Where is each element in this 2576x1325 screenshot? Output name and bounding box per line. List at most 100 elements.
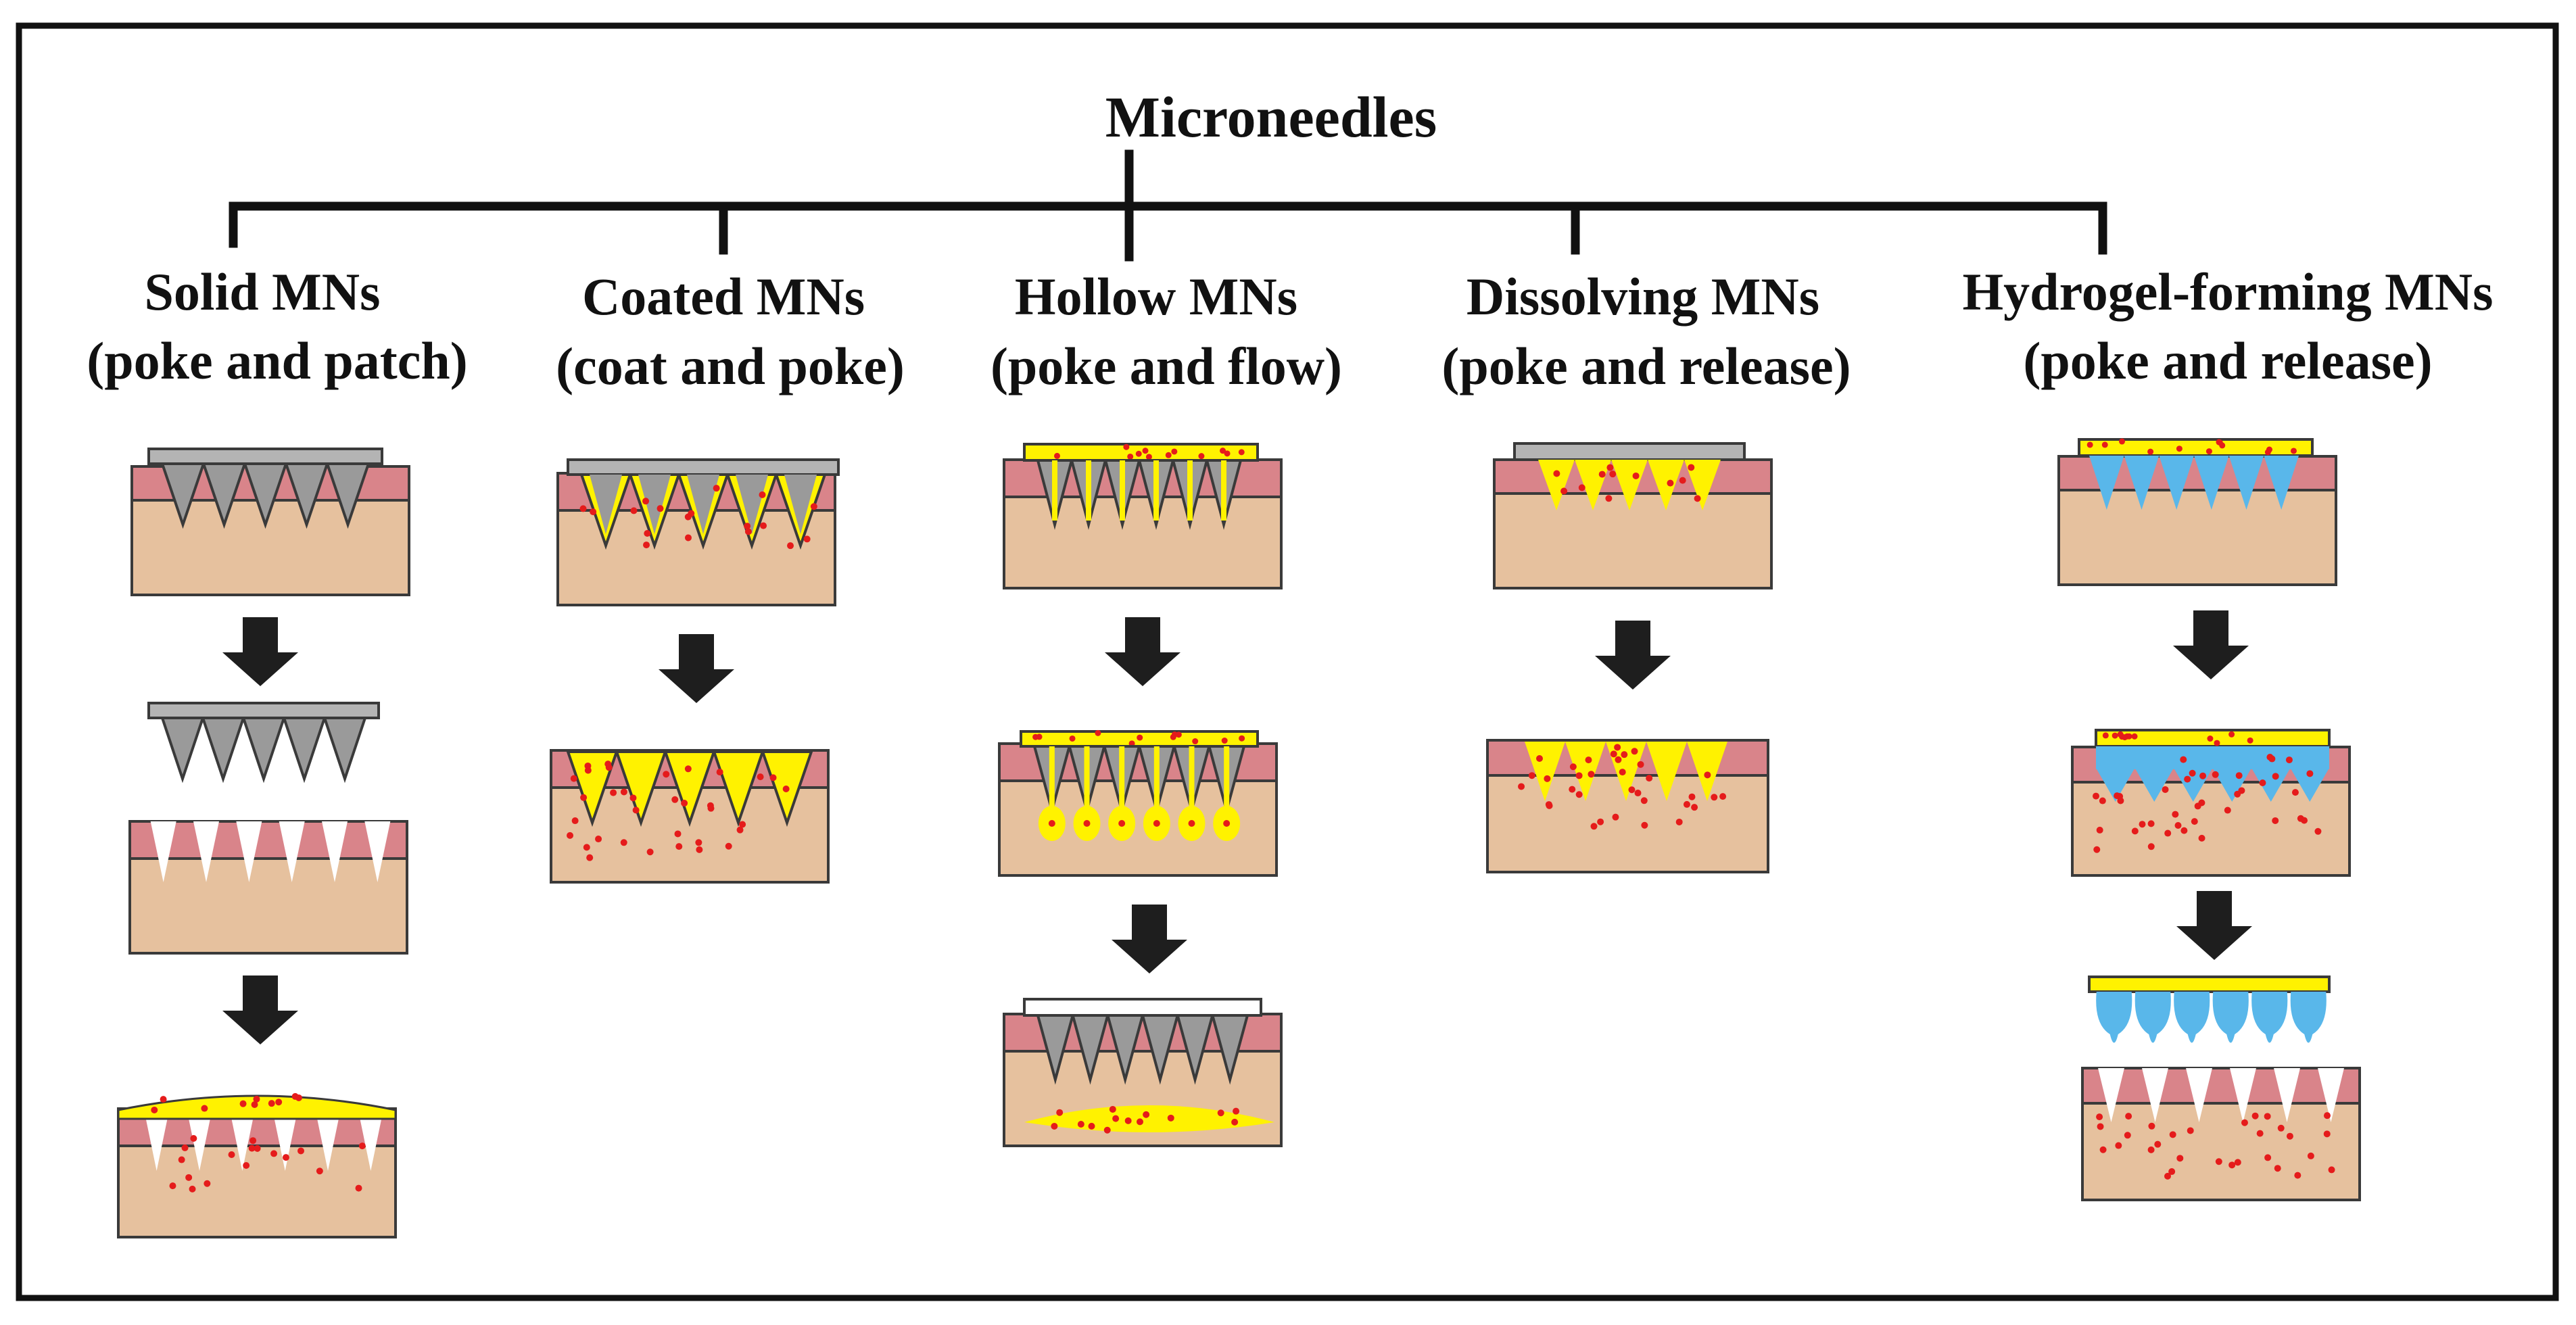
drug-dot [2224, 806, 2231, 814]
drug-dot [2180, 756, 2187, 763]
drug-dot [570, 775, 577, 782]
drug-dot [2099, 1146, 2107, 1153]
drug-dot [2115, 1142, 2122, 1149]
drug-dot [1560, 487, 1568, 495]
drug-dot [1621, 751, 1628, 758]
drug-dot [1683, 800, 1690, 808]
drug-dot [757, 773, 764, 781]
drug-dot [2207, 736, 2214, 742]
drug-dot [2154, 1140, 2162, 1148]
backing-plate [147, 702, 380, 719]
drug-dot [181, 1144, 189, 1151]
drug-dot [2102, 732, 2109, 739]
drug-dot [1167, 1114, 1174, 1122]
drug-dot [1188, 820, 1195, 827]
drug-dot [2205, 448, 2212, 455]
column-mode-dissolving: (poke and release) [1441, 337, 1851, 395]
drug-dot [1198, 453, 1205, 460]
drug-dot [2093, 792, 2100, 800]
backing-plate [147, 448, 383, 465]
hollow-needle [1210, 1014, 1249, 1085]
drug-dot [810, 503, 817, 510]
needle [282, 717, 327, 784]
hydrogel-needle [2124, 456, 2160, 510]
drug-dot [1719, 793, 1727, 800]
hydrogel-needle [2228, 456, 2264, 510]
drug-dot [270, 1150, 278, 1157]
drug-dot [169, 1182, 176, 1190]
needle [243, 462, 288, 529]
drug-dot [1083, 820, 1091, 827]
drug-dot [1634, 790, 1642, 797]
drug-dot [1694, 495, 1701, 502]
dissolving-step-insert [1493, 442, 1773, 589]
drug-dot [2147, 843, 2155, 850]
drug-dot [1646, 775, 1653, 782]
drug-dot [204, 1180, 211, 1187]
drug-dot [297, 1147, 304, 1155]
drug-dot [739, 821, 746, 828]
drug-dot [2272, 817, 2279, 824]
drug-dot [254, 1145, 261, 1152]
drug-dot [228, 1151, 235, 1159]
drug-dot [249, 1137, 257, 1145]
drug-dot [2131, 733, 2138, 740]
drug-dot [1124, 1117, 1132, 1124]
drug-dot [251, 1101, 258, 1109]
column-name-hollow: Hollow MNs [1015, 267, 1297, 326]
drug-dot [2191, 818, 2198, 825]
drug-dot [1641, 821, 1648, 829]
drug-dot [2112, 732, 2118, 739]
illustrations [117, 438, 2361, 1238]
needle [284, 462, 329, 529]
drug-dot [2272, 773, 2279, 780]
solid-arrow-2 [222, 975, 298, 1044]
needle [201, 462, 247, 529]
drug-dot [1217, 1109, 1224, 1117]
skin-epidermis [128, 820, 408, 860]
drug-dot [2194, 802, 2201, 810]
drug-dot [2168, 1168, 2176, 1176]
drug-dot [644, 529, 651, 537]
drug-dot [2124, 1132, 2131, 1139]
hollow-needle [1176, 1014, 1214, 1085]
drug-dot [1597, 818, 1604, 825]
drug-dot [2096, 1113, 2103, 1121]
drug-dot [243, 1162, 250, 1170]
drug-dot [2122, 734, 2128, 741]
drug-dot [1143, 1111, 1150, 1118]
solid-step-remove [128, 702, 408, 955]
drug-dot [2314, 827, 2322, 835]
drug-dot [1123, 443, 1130, 450]
drug-dot [2164, 1172, 2172, 1180]
column-name-solid: Solid MNs [145, 262, 381, 321]
needle [323, 717, 367, 784]
backing-plate [567, 458, 840, 476]
drug-dot [1640, 797, 1648, 804]
drug-dot [2228, 1161, 2236, 1169]
drug-dot [2180, 827, 2188, 834]
micro-pore [272, 1109, 298, 1171]
hydrogel-step-swell [2071, 729, 2351, 877]
drug-dot [759, 491, 766, 498]
drug-dot [1153, 820, 1160, 827]
drug-dot [610, 789, 617, 796]
drug-dot [583, 844, 590, 851]
needle [241, 717, 286, 784]
drug-dot [2294, 1172, 2301, 1179]
drug-dot [716, 769, 723, 776]
drug-dot [1118, 820, 1126, 827]
drug-dot [1171, 448, 1178, 455]
drug-dot [1135, 450, 1142, 457]
drug-dot [580, 794, 588, 801]
drug-dot [2247, 737, 2253, 744]
drug-dot [584, 767, 592, 774]
swollen-hydrogel-needle [2096, 992, 2132, 1043]
drug-depot [1024, 1105, 1274, 1132]
drug-dot [2114, 792, 2121, 800]
drug-dot [1614, 744, 1621, 751]
drug-dot [2268, 755, 2276, 763]
needle-core [687, 475, 719, 534]
hydrogel-arrow-2 [2176, 891, 2252, 960]
dissolving-needle [1648, 460, 1684, 510]
